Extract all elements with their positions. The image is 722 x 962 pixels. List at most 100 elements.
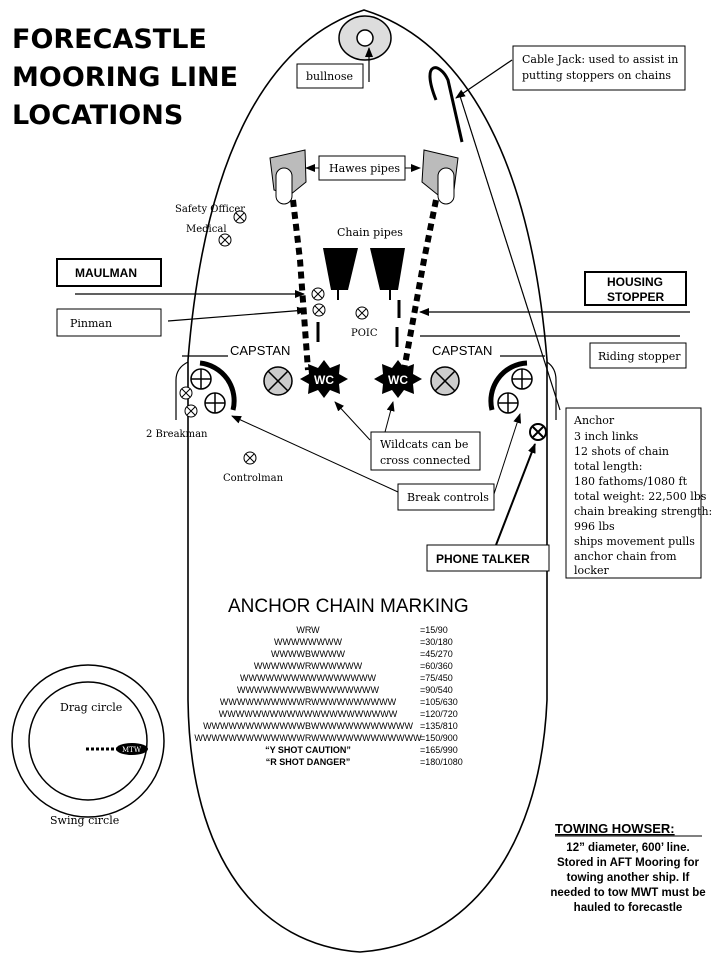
- housing-stopper-label-box: [584, 271, 687, 306]
- svg-text:WC: WC: [314, 373, 334, 387]
- poic-label: POIC: [351, 328, 378, 339]
- wildcats-note-line-1: Wildcats can be: [380, 438, 468, 451]
- chain-pattern-5: WWWWWWWWWWWWWWWW: [240, 673, 376, 683]
- page-title-line-2: MOORING LINE: [12, 62, 238, 93]
- phone-talker-station-icon: [529, 423, 547, 441]
- capstan-left-icon: [263, 366, 293, 396]
- chain-value-10: =150/900: [420, 733, 458, 743]
- pinman-label: Pinman: [70, 317, 112, 330]
- capstan-right-icon: [430, 366, 460, 396]
- bullnose-hole: [356, 29, 374, 47]
- anchor-info-line-10: anchor chain from: [574, 550, 677, 563]
- drag-circle-label: Drag circle: [60, 701, 122, 714]
- housing-stopper-label-2: STOPPER: [607, 290, 664, 304]
- swing-circle-outer: [11, 664, 165, 818]
- brake-wheel-right-1: [511, 368, 533, 390]
- break-controls-box: [397, 483, 495, 511]
- drag-circle-inner: [28, 681, 148, 801]
- anchor-info-line-1: Anchor: [573, 414, 615, 427]
- hull-outline: [187, 9, 548, 953]
- medical-label: Medical: [186, 224, 227, 235]
- bullnose-label-box: [296, 63, 364, 89]
- safety-officer-label: Safety Officer: [175, 204, 245, 215]
- towing-line-2: Stored in AFT Mooring for: [557, 857, 700, 869]
- capstan-right-label: CAPSTAN: [432, 343, 492, 358]
- pinman-arrow: [167, 306, 307, 322]
- cable-jack-arrow: [455, 59, 513, 99]
- brake-arc-right: [488, 360, 528, 411]
- anchor-info-line-7: chain breaking strength:: [574, 505, 712, 518]
- anchor-info-line-4: total length:: [574, 460, 642, 473]
- hawes-pipes-label: Hawes pipes: [329, 162, 400, 175]
- medical-station-icon: [218, 233, 232, 247]
- riding-stopper-label: Riding stopper: [598, 350, 681, 363]
- bullnose-label: bullnose: [306, 70, 353, 83]
- anchor-info-line-5: 180 fathoms/1080 ft: [574, 475, 688, 488]
- page-title-line-1: FORECASTLE: [12, 24, 207, 55]
- chain-pattern-4: WWWWWWRWWWWWW: [254, 661, 363, 671]
- chain-pattern-8: WWWWWWWWWWWWWWWWWWWWW: [219, 709, 398, 719]
- break-controls-arrow-left: [231, 415, 399, 493]
- anchor-info-line-2: 3 inch links: [574, 430, 639, 443]
- chain-pattern-3: WWWWBWWWW: [271, 649, 345, 659]
- chain-pipes-label: Chain pipes: [337, 226, 403, 239]
- chain-value-8: =120/720: [420, 709, 458, 719]
- maulman-label: MAULMAN: [75, 266, 137, 280]
- anchor-info-box: [565, 407, 702, 579]
- chain-value-6: =90/540: [420, 685, 453, 695]
- anchor-info-line-3: 12 shots of chain: [574, 445, 669, 458]
- pinman-station-icon: [312, 303, 326, 317]
- phone-talker-box: [426, 544, 550, 572]
- break-controls-arrow-right: [493, 413, 522, 495]
- wildcats-note-line-2: cross connected: [380, 454, 470, 467]
- chain-pattern-6: WWWWWWWWBWWWWWWWW: [237, 685, 379, 695]
- brake-wheel-left-1: [190, 368, 212, 390]
- anchor-info-line-9: ships movement pulls: [574, 535, 695, 548]
- maulman-station-icon: [311, 287, 325, 301]
- chain-pattern-11: “Y SHOT CAUTION”: [265, 745, 351, 755]
- maulman-label-box: [56, 258, 162, 287]
- chain-value-9: =135/810: [420, 721, 458, 731]
- controlman-label: Controlman: [223, 473, 284, 484]
- chain-pattern-1: WRW: [296, 625, 320, 635]
- cable-jack-line-2: putting stoppers on chains: [522, 69, 671, 82]
- hawes-pipe-right-cyl: [437, 167, 455, 205]
- deck-break-line: [175, 361, 557, 420]
- anchor-info-line-8: 996 lbs: [574, 520, 615, 533]
- chain-value-5: =75/450: [420, 673, 453, 683]
- phone-talker-label: PHONE TALKER: [436, 552, 530, 566]
- breakman-station-icon-2: [184, 404, 198, 418]
- breakman-station-icon-1: [179, 386, 193, 400]
- chain-value-2: =30/180: [420, 637, 453, 647]
- anchor-info-line-11: locker: [574, 564, 609, 577]
- phone-talker-arrow: [495, 443, 536, 546]
- mtw-boat-icon: [116, 743, 148, 755]
- pinman-label-box: [56, 308, 162, 337]
- wildcats-note-arrow-right: [384, 401, 395, 433]
- chain-marking-table: WRW =15/90 WWWWWWWW =30/180 WWWWBWWWW =4…: [194, 625, 462, 767]
- chain-pattern-7: WWWWWWWWWWRWWWWWWWWWW: [220, 697, 397, 707]
- brake-wheel-right-2: [497, 392, 519, 414]
- chain-pattern-9: WWWWWWWWWWWWBWWWWWWWWWWWW: [203, 721, 413, 731]
- page-title-line-3: LOCATIONS: [12, 100, 183, 131]
- towing-line-5: hauled to forecastle: [574, 902, 683, 914]
- towing-heading: TOWING HOWSER:: [555, 821, 675, 836]
- chain-pattern-2: WWWWWWWW: [274, 637, 342, 647]
- chain-marking-heading: ANCHOR CHAIN MARKING: [228, 596, 469, 617]
- cable-jack-line-long: [459, 95, 561, 411]
- chain-left: [290, 199, 311, 371]
- chain-value-4: =60/360: [420, 661, 453, 671]
- chain-pattern-12: “R SHOT DANGER”: [266, 757, 351, 767]
- chain-pipe-left: [323, 248, 358, 290]
- capstan-left-label: CAPSTAN: [230, 343, 290, 358]
- housing-stopper-label-1: HOUSING: [607, 275, 663, 289]
- cable-jack-box: [512, 45, 686, 91]
- breakman-label: 2 Breakman: [146, 429, 208, 440]
- poic-station-icon: [355, 306, 369, 320]
- safety-officer-station-icon: [233, 210, 247, 224]
- swing-circle-label: Swing circle: [50, 814, 119, 827]
- towing-line-4: needed to tow MWT must be: [550, 887, 705, 899]
- towing-line-1: 12” diameter, 600’ line.: [566, 842, 689, 854]
- wildcats-note-arrow-left: [334, 401, 371, 441]
- hawes-pipe-left-cyl: [275, 167, 293, 205]
